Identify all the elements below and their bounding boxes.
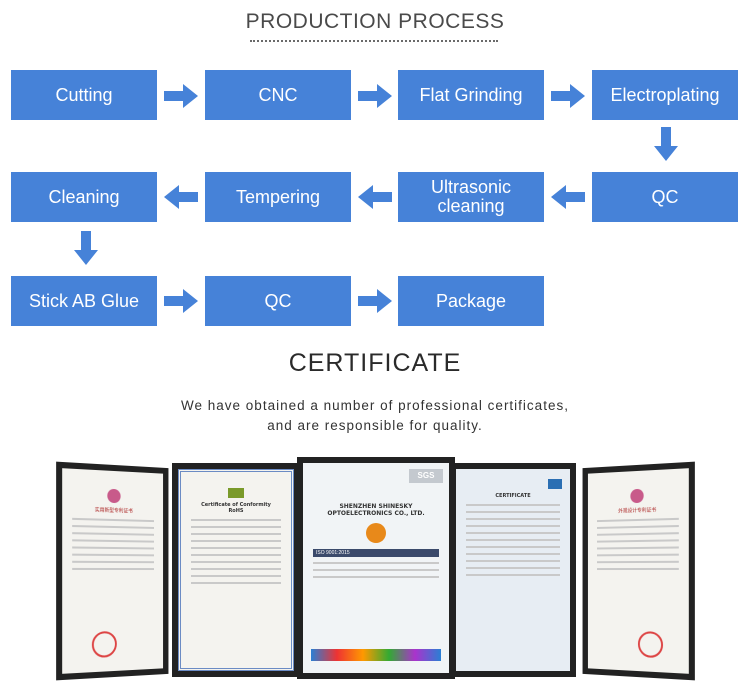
step-cutting: Cutting xyxy=(11,70,157,120)
arrow-left-icon xyxy=(551,185,585,209)
sgs-badge: SGS xyxy=(409,469,443,483)
arrow-down-icon xyxy=(74,231,98,265)
certificate-paper: 外观设计专利证书 xyxy=(587,468,689,674)
arrow-right-icon xyxy=(164,289,198,313)
cert5-heading: 外观设计专利证书 xyxy=(618,507,657,515)
red-seal-icon xyxy=(91,630,117,659)
step-ultrasonic-cleaning: Ultrasonic cleaning xyxy=(398,172,544,222)
certificate-paper: 实用新型专利证书 xyxy=(62,468,164,674)
arrow-right-icon xyxy=(164,84,198,108)
patent-logo-icon xyxy=(630,488,644,504)
certificate-title: CERTIFICATE xyxy=(288,349,462,377)
step-qc-1: QC xyxy=(592,172,738,222)
patent-logo-icon xyxy=(107,488,121,504)
cert3-company-line2: OPTOELECTRONICS CO., LTD. xyxy=(327,510,425,517)
certificate-image-emc: CERTIFICATE xyxy=(450,463,576,677)
step-cnc: CNC xyxy=(205,70,351,120)
cert1-heading: 实用新型专利证书 xyxy=(94,507,133,515)
step-flat-grinding: Flat Grinding xyxy=(398,70,544,120)
cert3-company-line1: SHENZHEN SHINESKY xyxy=(339,503,413,510)
step-electroplating: Electroplating xyxy=(592,70,738,120)
step-tempering: Tempering xyxy=(205,172,351,222)
step-ultrasonic-line1: Ultrasonic xyxy=(430,177,512,197)
step-cleaning: Cleaning xyxy=(11,172,157,222)
sgs-color-band xyxy=(311,649,441,661)
step-ultrasonic-line2: cleaning xyxy=(437,196,505,216)
cert2-title: Certificate of Conformity xyxy=(201,502,271,508)
arrow-right-icon xyxy=(551,84,585,108)
certificate-paper: Certificate of Conformity RoHS xyxy=(178,469,294,671)
certificate-image-design-patent: 外观设计专利证书 xyxy=(582,461,695,681)
certificate-paper: SGS SHENZHEN SHINESKY OPTOELECTRONICS CO… xyxy=(303,463,449,673)
arrow-right-icon xyxy=(358,84,392,108)
cert4-title: CERTIFICATE xyxy=(495,493,531,499)
step-qc-2: QC xyxy=(205,276,351,326)
arrow-down-icon xyxy=(654,127,678,161)
cert3-iso: ISO 9001:2015 xyxy=(313,549,439,557)
arrow-left-icon xyxy=(164,185,198,209)
arrow-right-icon xyxy=(358,289,392,313)
certificates-gallery: 实用新型专利证书 Certificate of Conformity RoHS … xyxy=(50,455,700,685)
certificate-paper: CERTIFICATE xyxy=(456,469,570,671)
certificate-image-sgs-iso: SGS SHENZHEN SHINESKY OPTOELECTRONICS CO… xyxy=(297,457,455,679)
certificate-description: We have obtained a number of professiona… xyxy=(0,396,750,436)
arrow-left-icon xyxy=(358,185,392,209)
certificate-image-utility-patent: 实用新型专利证书 xyxy=(56,461,169,681)
description-line-2: and are responsible for quality. xyxy=(267,418,483,433)
test-lab-logo-icon xyxy=(548,479,562,489)
red-seal-icon xyxy=(637,631,664,659)
step-stick-ab-glue: Stick AB Glue xyxy=(11,276,157,326)
title-dotted-divider xyxy=(250,40,498,42)
iso-logo-icon xyxy=(366,523,386,543)
production-process-title: PRODUCTION PROCESS xyxy=(245,10,505,33)
company-logo-icon xyxy=(228,488,244,498)
description-line-1: We have obtained a number of professiona… xyxy=(181,398,569,413)
step-package: Package xyxy=(398,276,544,326)
cert2-subtitle: RoHS xyxy=(228,508,244,514)
certificate-image-rohs: Certificate of Conformity RoHS xyxy=(172,463,300,677)
